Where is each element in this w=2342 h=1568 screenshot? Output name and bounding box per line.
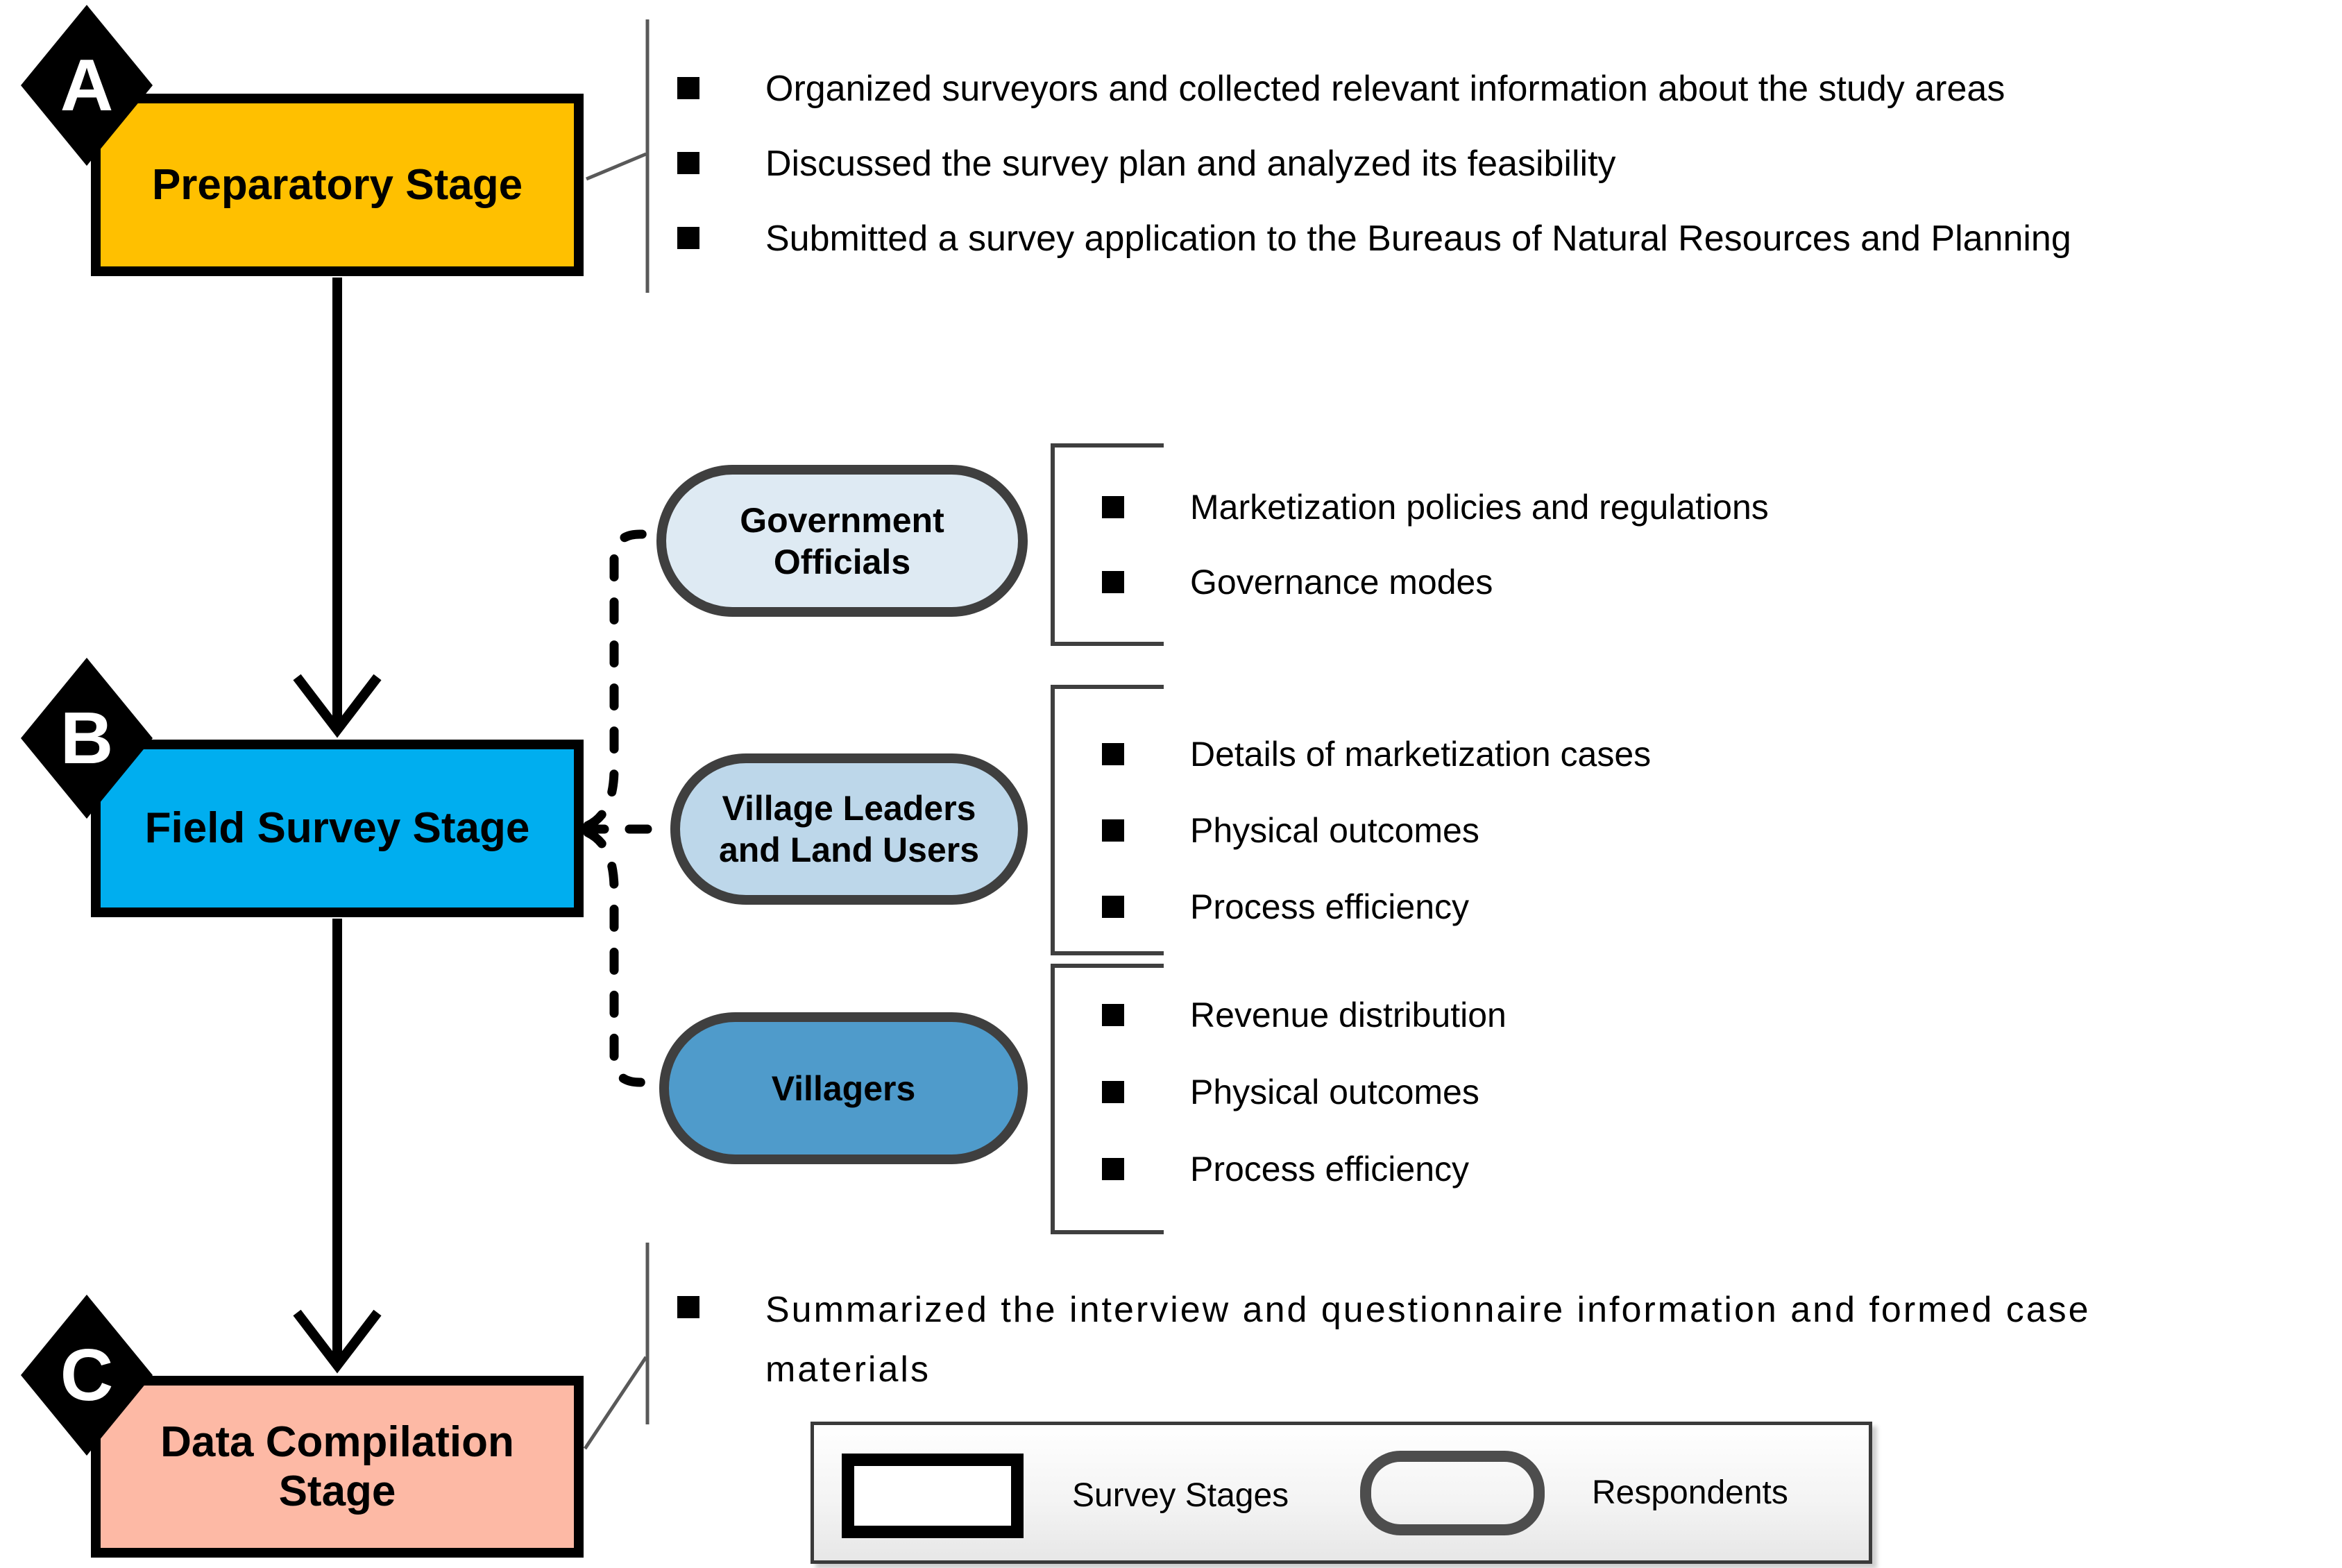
gov-topic-2: Governance modes: [1102, 561, 1493, 604]
stage-marker-b-letter: B: [60, 697, 114, 779]
stage-box-preparatory: Preparatory Stage: [91, 94, 584, 276]
legend: Survey Stages Respondents: [811, 1422, 1872, 1564]
legend-survey-stages-label: Survey Stages: [1072, 1477, 1289, 1515]
legend-respondents-swatch: [1360, 1451, 1545, 1535]
villagers-topic-3: Process efficiency: [1102, 1148, 1469, 1191]
bullet-square-icon: [677, 227, 699, 249]
bullet-square-icon: [677, 77, 699, 99]
dashed-connector-government-officials: [583, 529, 660, 830]
bullet-square-icon: [677, 1296, 699, 1318]
bullet-square-icon: [1102, 819, 1124, 842]
legend-survey-stage-swatch: [842, 1454, 1024, 1538]
villagers-topic-2: Physical outcomes: [1102, 1071, 1479, 1114]
arrow-b-to-c: [293, 919, 382, 1374]
respondent-pill-government-officials: Government Officials: [656, 465, 1028, 617]
gov-topic-1: Marketization policies and regulations: [1102, 486, 1769, 529]
stage-a-activity-1: Organized surveyors and collected releva…: [677, 67, 2005, 112]
bracket-stage-a-leader: [586, 152, 647, 181]
respondent-pill-villagers: Villagers: [659, 1012, 1028, 1164]
respondent-pill-village-leaders: Village Leaders and Land Users: [670, 753, 1028, 905]
bracket-topics-village-leaders: [1051, 685, 1164, 955]
bullet-square-icon: [1102, 1081, 1124, 1103]
bullet-square-icon: [1102, 496, 1124, 518]
leaders-topic-1: Details of marketization cases: [1102, 733, 1651, 776]
bracket-topics-government-officials: [1051, 443, 1164, 646]
stage-label-preparatory: Preparatory Stage: [151, 160, 523, 209]
stage-c-activity-1: Summarized the interview and questionnai…: [677, 1281, 2091, 1400]
bullet-square-icon: [1102, 743, 1124, 765]
bullet-square-icon: [1102, 571, 1124, 593]
arrow-a-to-b: [293, 278, 382, 738]
stage-marker-c-letter: C: [60, 1333, 114, 1416]
leaders-topic-2: Physical outcomes: [1102, 809, 1479, 853]
leaders-topic-3: Process efficiency: [1102, 885, 1469, 929]
bracket-topics-villagers: [1051, 964, 1164, 1234]
bracket-stage-c-leader: [583, 1356, 648, 1450]
bullet-square-icon: [1102, 1158, 1124, 1180]
stage-marker-a-letter: A: [60, 44, 114, 126]
bullet-square-icon: [1102, 1004, 1124, 1026]
villagers-topic-1: Revenue distribution: [1102, 994, 1507, 1037]
stage-label-field-survey: Field Survey Stage: [144, 804, 530, 853]
dashed-connector-villagers: [583, 828, 661, 1087]
legend-respondents-label: Respondents: [1592, 1474, 1788, 1512]
stage-box-data-compilation: Data Compilation Stage: [91, 1376, 584, 1558]
stage-a-activity-2: Discussed the survey plan and analyzed i…: [677, 142, 1616, 187]
bullet-square-icon: [677, 152, 699, 174]
stage-label-data-compilation: Data Compilation Stage: [160, 1417, 514, 1515]
stage-a-activity-3: Submitted a survey application to the Bu…: [677, 216, 2071, 262]
stage-box-field-survey: Field Survey Stage: [91, 740, 584, 917]
bullet-square-icon: [1102, 896, 1124, 918]
